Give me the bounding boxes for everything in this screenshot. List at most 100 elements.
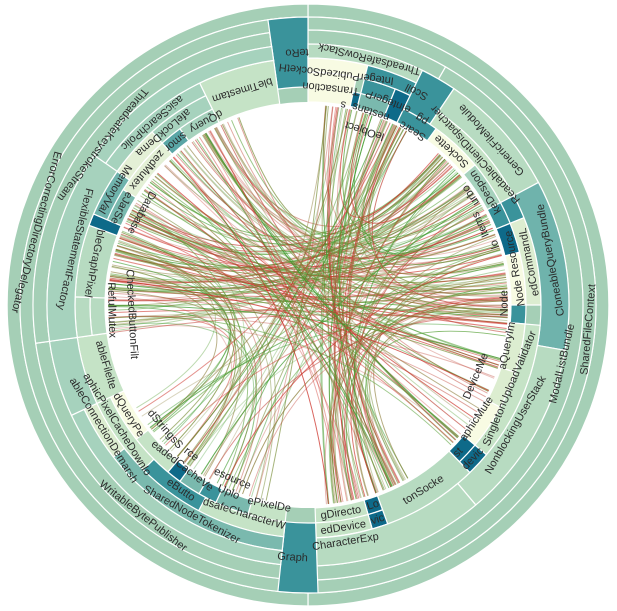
dependency-link [368, 125, 506, 279]
dependency-link [109, 278, 489, 392]
dependency-link [140, 191, 474, 247]
dependency-link [358, 213, 487, 487]
dependency-link [357, 125, 460, 239]
dependency-link [115, 249, 508, 314]
dependency-link [194, 139, 491, 260]
dependency-link [170, 158, 501, 361]
dependency-link [152, 178, 501, 360]
dependency-link [231, 119, 501, 266]
dependency-link [108, 286, 508, 316]
dependency-link [115, 249, 243, 463]
node-label: CheckedButtonFilt [123, 269, 140, 359]
dependency-link [323, 105, 496, 256]
dependency-link [337, 174, 461, 502]
dependency-link [350, 297, 508, 497]
dependency-link [327, 106, 401, 483]
dependency-link [156, 173, 385, 491]
dependency-link [153, 208, 484, 433]
node-label: RefulMutex [105, 282, 118, 338]
node-label: Graph [277, 551, 308, 565]
dependency-link [208, 316, 508, 480]
dependency-link [346, 192, 474, 498]
hierarchy-node-segment[interactable] [93, 45, 275, 165]
dependency-link [113, 257, 506, 289]
dependency-link [109, 325, 459, 438]
dependency-link [116, 245, 273, 499]
dependency-link [119, 237, 499, 368]
dependency-link [118, 241, 241, 477]
dependency-link [108, 306, 257, 491]
hierarchy-node-segment[interactable] [89, 296, 108, 337]
dependency-link [108, 287, 508, 298]
dependency-link [242, 300, 508, 495]
dependency-link [180, 150, 466, 429]
dependency-link [109, 322, 255, 488]
dependency-link [251, 153, 440, 498]
dependency-link [114, 165, 453, 272]
dependency-link [146, 158, 446, 245]
dependency-link [248, 313, 508, 497]
dependency-link [108, 185, 469, 301]
dependency-link [115, 251, 230, 445]
dependency-link [368, 127, 508, 291]
dependency-link [237, 117, 486, 398]
dependency-link [119, 236, 500, 363]
dependency-link [108, 311, 508, 324]
dependency-link [143, 181, 467, 253]
node-label: Transaction [302, 79, 360, 97]
dependency-link [121, 230, 236, 429]
dependency-link [355, 298, 508, 496]
dependency-link [110, 271, 218, 430]
dependency-link [165, 296, 508, 446]
dependency-link [115, 172, 459, 268]
dependency-link [177, 108, 348, 458]
dependency-link [371, 130, 508, 308]
dependency-link [112, 260, 231, 432]
node-label: Items [469, 209, 491, 239]
dependency-link [342, 109, 480, 239]
dependency-link [359, 124, 504, 275]
dependency-link [339, 109, 439, 218]
dependency-link [109, 171, 458, 329]
dependency-link [134, 205, 245, 465]
dependency-link [148, 184, 361, 499]
dependency-link [365, 269, 505, 482]
node-label: teRo [285, 46, 309, 59]
dependency-link [134, 162, 449, 253]
dependency-link [108, 295, 233, 467]
dependency-link [361, 123, 492, 255]
dependency-link [198, 136, 378, 493]
dependency-link [121, 231, 236, 450]
dependency-link [345, 285, 508, 500]
dependency-link [222, 123, 505, 275]
dependency-link [151, 121, 388, 430]
dependency-link [107, 187, 471, 306]
dependency-link [129, 213, 499, 366]
dependency-link [369, 309, 508, 485]
dependency-link [110, 274, 508, 311]
dependency-link [364, 130, 482, 249]
dependency-link [177, 153, 470, 252]
hierarchy-rings [6, 3, 610, 607]
dependency-link [215, 127, 494, 251]
dependency-link [330, 304, 509, 504]
dependency-link [187, 125, 398, 466]
dependency-link [109, 276, 498, 369]
dependency-link [172, 156, 329, 505]
dependency-link [108, 227, 493, 302]
dependency-link [329, 159, 447, 504]
dependency-link [129, 213, 460, 437]
hierarchy-node-segment[interactable] [74, 296, 93, 339]
dependency-link [347, 113, 508, 312]
dependency-link [126, 193, 475, 259]
dependency-link [350, 112, 461, 224]
dependency-link [204, 133, 489, 392]
dependency-link [238, 214, 487, 493]
dependency-link [147, 323, 507, 426]
dependency-link [354, 207, 484, 491]
node-label: DeviceMe [461, 351, 491, 401]
dependency-link [214, 127, 472, 421]
dependency-link [373, 248, 501, 479]
hierarchy-node-segment[interactable] [509, 304, 527, 325]
